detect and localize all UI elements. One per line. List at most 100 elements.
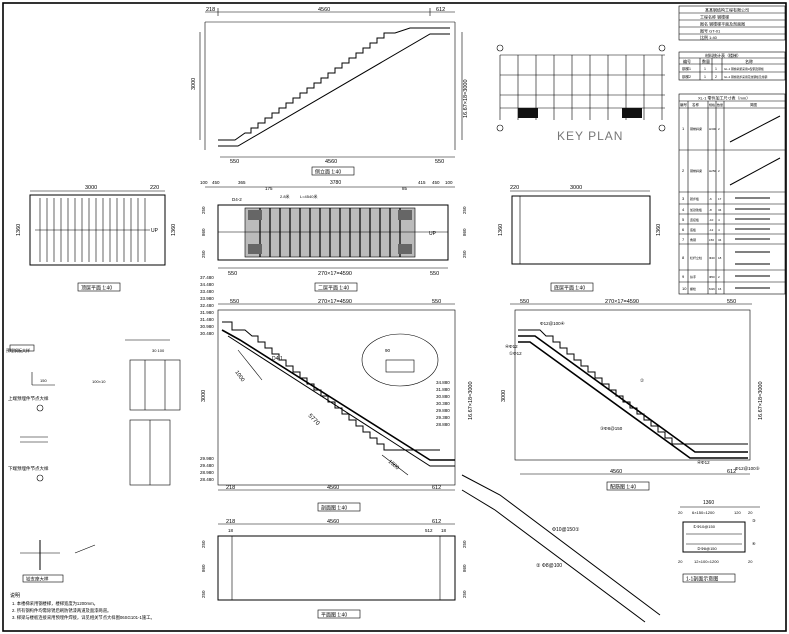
dim-label: 12×100=1200 xyxy=(694,559,719,564)
dim-label: 6×150=1200 xyxy=(692,510,715,515)
dim-label: 4560 xyxy=(325,159,337,165)
level-label: 30.980 xyxy=(200,324,214,329)
dim-label: 550 xyxy=(435,159,444,165)
dim-label: 365 xyxy=(238,180,246,185)
dim-label: 270×17=4590 xyxy=(318,271,352,277)
dim-label: 100 xyxy=(445,180,453,185)
rebar-label: ④Φ12 xyxy=(505,344,518,349)
table-cell: 数量 xyxy=(702,58,710,64)
table-cell: 编号 xyxy=(680,102,688,107)
key-plan: KEY PLAN xyxy=(496,44,666,143)
table-cell: 名称 xyxy=(745,58,753,64)
table-cell: 16 xyxy=(718,287,722,291)
view-caption: 铰支座大样 xyxy=(26,576,49,583)
level-label: 32.480 xyxy=(200,303,214,308)
level-label: 30.880 xyxy=(436,394,450,399)
table-cell: 编号 xyxy=(683,58,691,64)
table-cell: -8 xyxy=(709,208,712,212)
keyplan-label: KEY PLAN xyxy=(557,129,623,143)
title-block: 某某钢结构工程有限公司 工程名称 钢楼梯 图名 钢楼梯平面及剖面图 图号 GT-… xyxy=(678,5,786,41)
table-cell: 扶手 xyxy=(690,274,696,279)
dim-label: 550 xyxy=(230,299,239,305)
rebar-label: ③Φ8@150 xyxy=(600,426,623,431)
level-label: 30.380 xyxy=(436,401,450,406)
table-cell: 2 xyxy=(718,127,720,131)
dim-label: 550 xyxy=(727,299,736,305)
table-cell: 钢梯2 xyxy=(682,74,691,79)
table-cell: Φ50 xyxy=(709,275,715,279)
dim-label: 90 xyxy=(385,348,391,353)
title-block-row: 某某钢结构工程有限公司 xyxy=(705,7,749,13)
dim-label: 218 xyxy=(226,519,235,525)
level-label: 31.480 xyxy=(200,317,214,322)
table-cell: 角钢 xyxy=(690,237,696,242)
dim-label: 220 xyxy=(150,185,159,191)
level-label: 29.880 xyxy=(436,408,450,413)
rebar-label: ④Φ12 xyxy=(697,460,710,465)
level-label: 34.880 xyxy=(436,380,450,385)
dim-label: 85 xyxy=(402,186,408,191)
dim-label: L=4540米 xyxy=(300,193,317,199)
level-label: 37.480 xyxy=(200,275,214,280)
dim-label: 450 xyxy=(432,180,440,185)
table-cell: 4 xyxy=(718,228,720,232)
rebar-label: ③ xyxy=(752,518,756,523)
table-cell: 1 xyxy=(704,67,706,71)
dim-label: 20 xyxy=(678,559,683,564)
level-label: 31.880 xyxy=(436,387,450,392)
stair-profile xyxy=(222,321,440,451)
rebar-label: ①Φ12 xyxy=(509,351,522,356)
dim-label: 550 xyxy=(430,271,439,277)
table-cell: 5 xyxy=(682,217,685,222)
dim-label: 250 xyxy=(201,590,206,598)
dim-label: 100 xyxy=(200,180,208,185)
dim-label: 270×17=4590 xyxy=(318,299,352,305)
dim-label: 16.67×18=3000 xyxy=(463,79,469,118)
level-label: 28.980 xyxy=(200,470,214,475)
level-label: 34.480 xyxy=(200,282,214,287)
table-cell: 4 xyxy=(718,218,720,222)
level-label: 28.480 xyxy=(200,477,214,482)
notes-title: 说明 xyxy=(10,592,20,599)
table-cell: 连接板 xyxy=(690,217,699,222)
notes: 说明 1. 本楼梯采用钢楼梯，楼梯宽度为1200mm。 2. 所有钢构件均需除锈… xyxy=(10,592,155,621)
dim-label: 1500 xyxy=(387,459,400,471)
dim-label: 1360 xyxy=(171,224,177,236)
materials-title: XL-1 零件加工尺寸表（mm） xyxy=(698,95,750,101)
table-cell: -6 xyxy=(709,197,712,201)
table-cell: -10 xyxy=(709,218,714,222)
table-cell: 规格 xyxy=(709,102,715,107)
rebar-label: ①Φ10@150 xyxy=(693,524,716,529)
detail-note: 下端预埋件节点大样 xyxy=(8,465,49,472)
rebar-label: ② Φ8@100 xyxy=(536,563,562,569)
slab-detail: Φ10@150① ② Φ8@100 xyxy=(461,474,661,623)
dim-label: 550 xyxy=(520,299,529,305)
dim-label: 450 xyxy=(212,180,220,185)
rebar-label: Φ12@100⑤ xyxy=(735,466,761,471)
rev-table-title: 材料统计表（楼梯） xyxy=(705,52,741,58)
table-cell: 10 xyxy=(682,286,687,291)
dim-label: 250 xyxy=(201,250,206,258)
revision-table: 材料统计表（楼梯） 编号 数量 名称 钢梯1 1 1 GL-1 钢梯斜梁采用H型… xyxy=(678,51,786,81)
dim-label: 20 xyxy=(748,510,753,515)
view-caption: 二层平面 1:40 xyxy=(318,286,349,292)
dim-label: 3000 xyxy=(85,185,97,191)
dim-label: 250 xyxy=(462,250,467,258)
table-cell: 8 xyxy=(682,255,685,260)
dim-label: 5770 xyxy=(307,413,321,427)
table-cell: 1 xyxy=(682,126,685,131)
dim-label: 218 xyxy=(226,485,235,491)
table-cell: 2 xyxy=(715,75,717,79)
table-cell: GL-1 钢梯斜梁采用H型钢及钢板 xyxy=(724,67,764,71)
note-item: 1. 本楼梯采用钢楼梯，楼梯宽度为1200mm。 xyxy=(12,600,98,607)
level-label: 29.380 xyxy=(436,415,450,420)
dim-label: 2.8米 xyxy=(280,193,290,199)
table-cell: 栏杆立柱 xyxy=(690,255,702,260)
note-item: 3. 梯梁与楼板连接采用预埋件焊接，详见相关节点大样图06SG101-1施工。 xyxy=(12,614,155,621)
table-cell: 2 xyxy=(682,168,685,173)
view-caption: 配筋图 1:40 xyxy=(610,484,636,491)
title-block-row: 图名 钢楼梯平面及剖面图 xyxy=(700,21,745,27)
dim-label: 175 xyxy=(265,186,273,191)
table-cell: 简图 xyxy=(750,102,758,107)
materials-table: XL-1 零件加工尺寸表（mm） 编号 名称 规格 数量 简图 1 钢梯斜梁 H… xyxy=(678,93,786,295)
